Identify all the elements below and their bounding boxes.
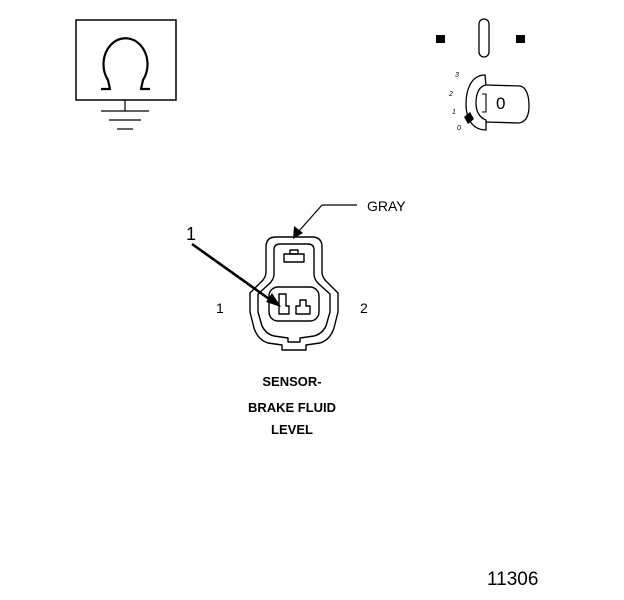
- ignition-position-0: 0: [457, 125, 461, 132]
- wire-color-label: GRAY: [367, 198, 406, 214]
- callout-number: 1: [186, 224, 197, 244]
- ignition-key-label: 0: [496, 94, 506, 113]
- ignition-switch-icon: [436, 18, 530, 131]
- ignition-position-1: 1: [452, 109, 456, 116]
- ignition-position-2: 2: [449, 91, 453, 98]
- ground-icon: [101, 100, 149, 130]
- figure-id: 11306: [487, 569, 539, 590]
- component-name-line-1: SENSOR-: [262, 374, 322, 389]
- pin-label-right: 2: [360, 300, 368, 316]
- callout-1-arrow: [191, 242, 281, 307]
- wire-callout: [293, 204, 357, 239]
- ohmmeter-icon: [75, 19, 177, 101]
- ignition-position-3: 3: [455, 72, 459, 79]
- component-name-line-3: LEVEL: [271, 422, 313, 437]
- pin-label-left: 1: [216, 300, 224, 316]
- two-pin-connector-icon: [249, 236, 339, 351]
- component-name-line-2: BRAKE FLUID: [247, 400, 337, 415]
